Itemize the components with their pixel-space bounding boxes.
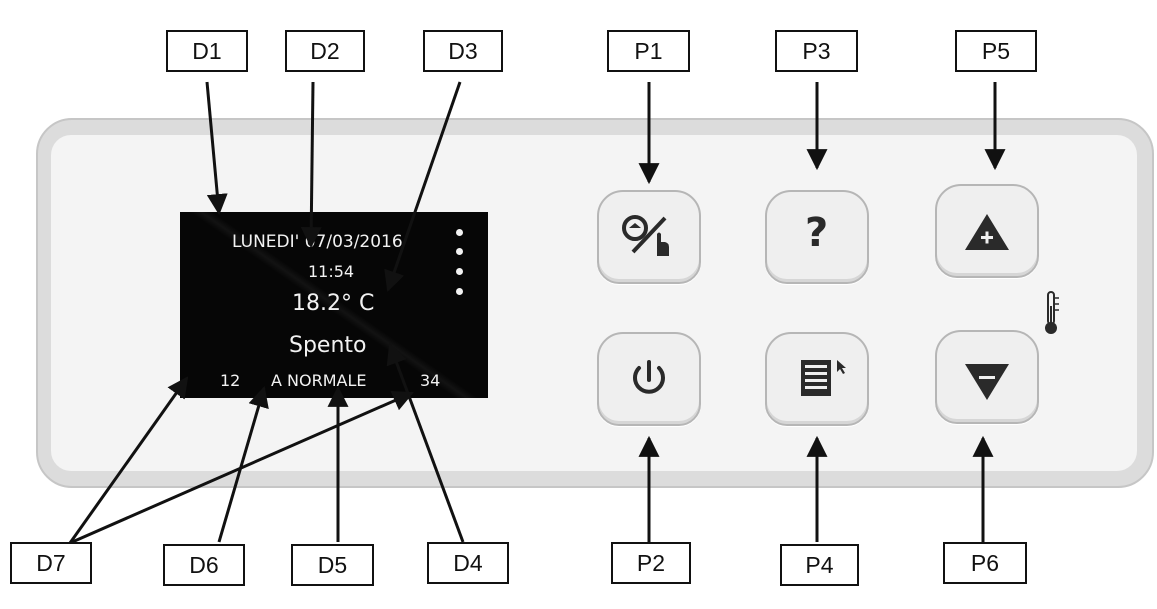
callout-label-p5: P5 bbox=[955, 30, 1037, 72]
arrow-d6 bbox=[217, 385, 269, 543]
callout-label-p2: P2 bbox=[611, 542, 691, 584]
arrow-d7-right bbox=[69, 390, 414, 545]
question-icon: ? bbox=[805, 210, 829, 256]
power-icon bbox=[633, 360, 665, 394]
display-temperature: 18.2° C bbox=[292, 291, 375, 316]
minus-button[interactable] bbox=[935, 330, 1039, 424]
arrow-d3 bbox=[384, 81, 462, 292]
clock-hand-icon bbox=[622, 215, 669, 256]
callout-label-p1: P1 bbox=[607, 30, 690, 72]
menu-dot-icon bbox=[456, 268, 463, 275]
callout-label-d2: D2 bbox=[285, 30, 365, 72]
display-left-number: 12 bbox=[220, 371, 241, 390]
plus-triangle-icon bbox=[965, 214, 1009, 250]
callout-label-d4: D4 bbox=[427, 542, 509, 584]
menu-dot-icon bbox=[456, 248, 463, 255]
arrow-d1 bbox=[205, 81, 228, 216]
callout-label-d6: D6 bbox=[163, 544, 245, 586]
callout-label-p4: P4 bbox=[780, 544, 859, 586]
plus-button[interactable] bbox=[935, 184, 1039, 278]
callout-label-d5: D5 bbox=[291, 544, 374, 586]
display-state: Spento bbox=[289, 333, 367, 358]
callout-label-p6: P6 bbox=[943, 542, 1027, 584]
thermometer-icon bbox=[1045, 291, 1059, 334]
callout-label-d7: D7 bbox=[10, 542, 92, 584]
menu-dot-icon bbox=[456, 229, 463, 236]
callout-label-p3: P3 bbox=[775, 30, 858, 72]
arrow-d4 bbox=[386, 343, 465, 543]
callout-label-d3: D3 bbox=[423, 30, 503, 72]
menu-button[interactable] bbox=[765, 332, 869, 426]
display-mode: A NORMALE bbox=[271, 371, 367, 390]
callout-label-d1: D1 bbox=[166, 30, 248, 72]
minus-triangle-icon bbox=[965, 364, 1009, 400]
menu-dot-icon bbox=[456, 288, 463, 295]
power-button[interactable] bbox=[597, 332, 701, 426]
lcd-display bbox=[180, 212, 488, 398]
display-time: 11:54 bbox=[308, 262, 355, 281]
help-button[interactable]: ? bbox=[765, 190, 869, 284]
mode-button[interactable] bbox=[597, 190, 701, 284]
arrow-d2 bbox=[300, 81, 322, 249]
arrow-d7-left bbox=[68, 376, 189, 544]
menu-list-icon bbox=[801, 360, 846, 396]
screen-glare bbox=[180, 212, 488, 398]
display-right-number: 34 bbox=[420, 371, 441, 390]
